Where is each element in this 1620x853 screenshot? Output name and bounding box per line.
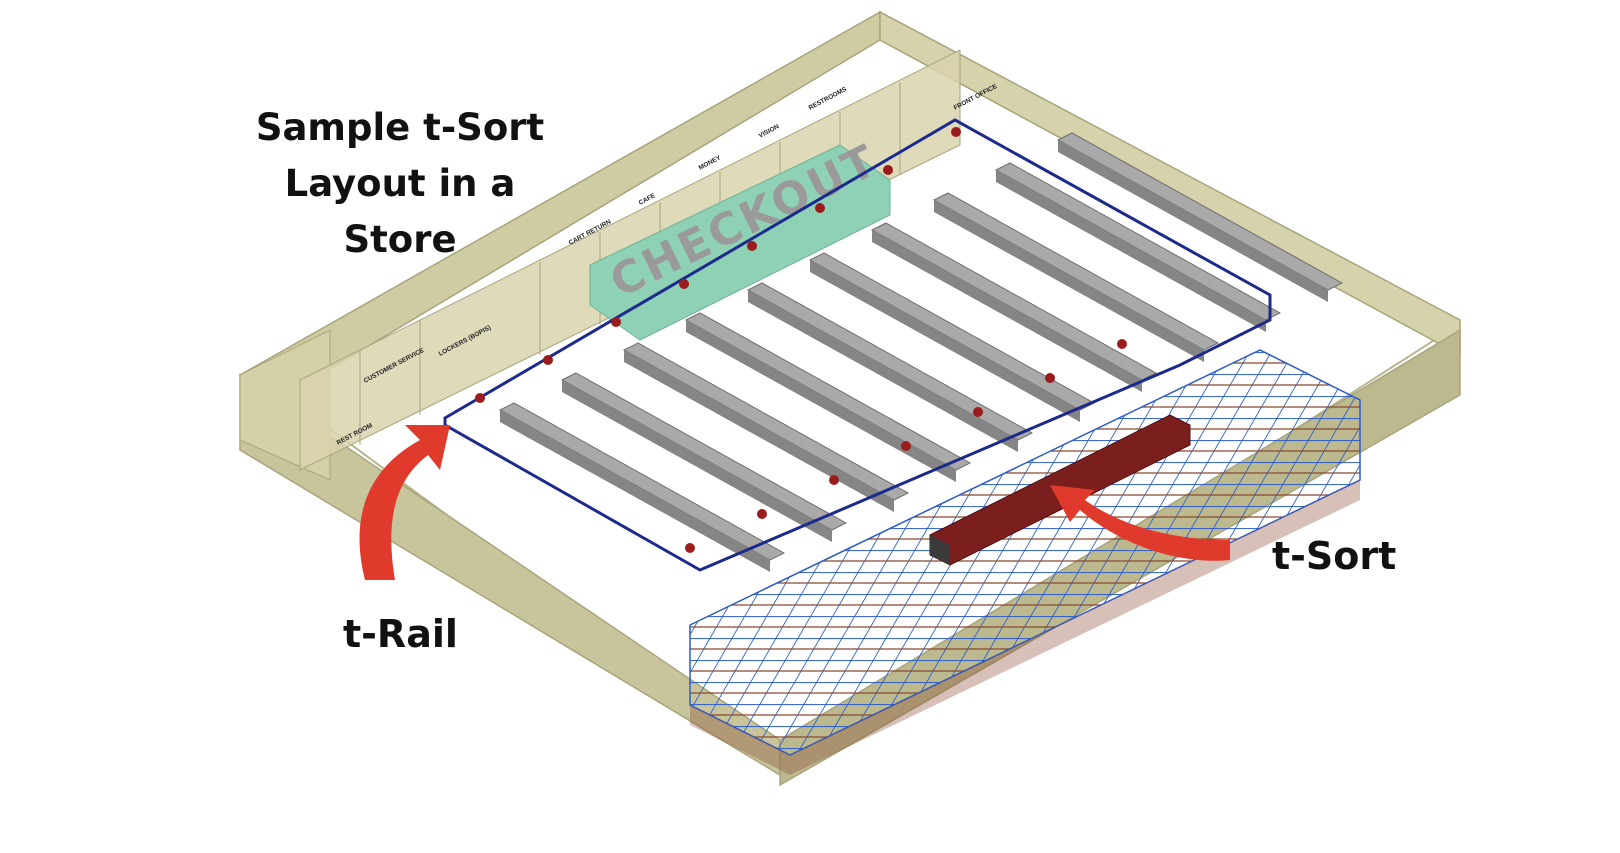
rail-node <box>951 127 961 137</box>
aisle-shelf-side <box>624 350 894 512</box>
aisle-shelf-side <box>500 410 770 572</box>
diagram-title: Sample t-Sort Layout in a Store <box>235 100 565 268</box>
rail-node <box>543 355 553 365</box>
rail-node <box>815 203 825 213</box>
aisle-shelf-side <box>748 290 1018 452</box>
aisle-shelf-side <box>562 380 832 542</box>
rail-node <box>685 543 695 553</box>
rail-node <box>901 441 911 451</box>
aisle-shelf-side <box>1058 140 1328 302</box>
rail-node <box>747 241 757 251</box>
rail-node <box>679 279 689 289</box>
rail-node <box>475 393 485 403</box>
red-arrow-icon <box>359 425 450 580</box>
title-line-2: Layout in a <box>284 162 516 205</box>
t-sort-label: t-Sort <box>1272 534 1397 578</box>
aisle-shelf-side <box>872 230 1142 392</box>
shelving-aisles <box>498 132 1344 572</box>
t-rail-loop <box>443 118 1272 572</box>
t-rail-label: t-Rail <box>343 612 458 656</box>
title-line-1: Sample t-Sort <box>255 106 545 149</box>
rail-nodes <box>475 127 1127 553</box>
rail-node <box>757 509 767 519</box>
title-line-3: Store <box>343 218 457 261</box>
rail-node <box>973 407 983 417</box>
warehouse-racks <box>689 349 1361 775</box>
rail-node <box>1117 339 1127 349</box>
rail-node <box>1045 373 1055 383</box>
rail-node <box>829 475 839 485</box>
rail-node <box>611 317 621 327</box>
aisle-shelf-side <box>686 320 956 482</box>
rail-node <box>883 165 893 175</box>
red-arrow-icon <box>1050 485 1230 561</box>
aisle-shelf-side <box>810 260 1080 422</box>
aisle-shelf-side <box>996 170 1266 332</box>
aisle-shelf-side <box>934 200 1204 362</box>
